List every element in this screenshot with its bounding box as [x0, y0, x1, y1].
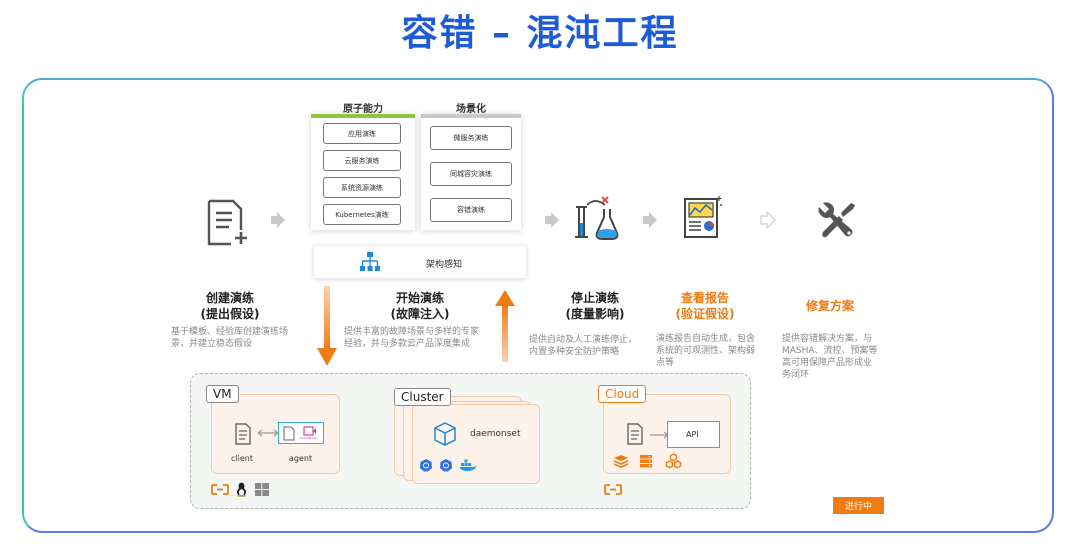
stage-desc-line: 景，并建立稳态假设 [171, 339, 253, 349]
stage-desc-line: 内置多种安全防护策略 [529, 347, 620, 357]
client-label: client [231, 454, 253, 463]
hexagon-cluster-icon [665, 453, 682, 469]
atomic-panel-heading: 原子能力 [343, 104, 383, 115]
stage-desc-line: 提供自动及人工演练停止， [529, 335, 638, 345]
chaosblade-logo-icon [303, 426, 316, 436]
stage-desc-line: MASHA、流控、预案等 [782, 346, 878, 356]
cluster-tag: Cluster [394, 388, 451, 406]
stage-title-line: (故障注入) [390, 307, 450, 321]
vm-tag: VM [206, 385, 239, 403]
architecture-awareness-label: 架构感知 [426, 260, 463, 270]
stage-title-line: (提出假设) [200, 307, 260, 321]
hierarchy-icon [360, 252, 380, 271]
architecture-awareness-box: 架构感知 [314, 246, 526, 278]
stage-stop-desc: 提供自动及人工演练停止， 内置多种安全防护策略 [529, 334, 654, 358]
stage-start-title: 开始演练 (故障注入) [370, 290, 470, 322]
stage-desc-line: 点等 [656, 358, 675, 368]
scenario-item: 微服务演练 [430, 126, 512, 150]
windows-icon [255, 483, 269, 496]
bidirectional-arrow-icon [257, 429, 279, 437]
stage-stop-title: 停止演练 (度量影响) [545, 290, 645, 322]
arrow-up-icon [495, 290, 515, 362]
stage-title-line: 修复方案 [805, 299, 854, 313]
scenario-panel-bar [421, 114, 521, 118]
stage-title-line: 停止演练 [570, 291, 619, 305]
arrow-right-icon [650, 431, 669, 439]
scenario-item: 同城容灾演练 [430, 162, 512, 186]
stage-desc-line: 基于模板、经验库创建演练场 [171, 327, 289, 337]
docker-icon [459, 459, 477, 471]
stage-desc-line: 提供丰富的故障场景与多样的专家 [344, 327, 480, 337]
kubernetes-icon [440, 459, 452, 472]
cube-icon [434, 422, 456, 446]
stage-report-title: 查看报告 (验证假设) [655, 290, 755, 322]
atomic-item: 应用演练 [323, 123, 401, 144]
client-doc-icon [235, 423, 251, 445]
cloud-tag: Cloud [598, 385, 647, 403]
atomic-panel-bar [311, 114, 415, 118]
stage-desc-line: 高可用保障产品形成业 [782, 358, 873, 368]
chevron-right-icon [643, 212, 657, 228]
stage-create-desc: 基于模板、经验库创建演练场 景，并建立稳态假设 [171, 326, 311, 350]
os-icons [211, 482, 281, 498]
scenario-panel: 场景化 微服务演练 同城容灾演练 容错演练 [421, 104, 521, 230]
stage-desc-line: 经验，并与多款云产品深度集成 [344, 339, 471, 349]
cloud-environment: Cloud API [598, 385, 731, 474]
stage-title-line: 开始演练 [395, 291, 444, 305]
storage-layers-icon [613, 455, 629, 468]
chaosblade-label: ChaosBlade [299, 436, 317, 440]
stage-desc-line: 系统的可观测性、架构弱 [656, 346, 756, 356]
api-box: API [667, 421, 720, 448]
atomic-capability-panel: 原子能力 应用演练 云服务演练 系统资源演练 Kubernetes演练 [311, 104, 415, 230]
repair-tools-icon [818, 202, 855, 238]
stage-desc-line: 演练报告自动生成，包含 [656, 334, 756, 344]
arrow-down-icon [317, 286, 337, 366]
cluster-environment: daemonset [412, 404, 540, 484]
scenario-panel-heading: 场景化 [456, 104, 486, 115]
stage-title-line: (度量影响) [565, 307, 625, 321]
api-label: API [686, 430, 699, 439]
report-chart-icon [684, 196, 722, 238]
linux-icon [237, 482, 246, 497]
agent-label: agent [289, 454, 313, 463]
create-document-icon [207, 199, 247, 246]
chevron-right-outline-icon [760, 211, 776, 229]
stage-fix-title: 修复方案 [780, 298, 880, 314]
chevron-right-icon [545, 212, 559, 228]
in-progress-badge: 进行中 [833, 497, 884, 514]
page-title: 容错 – 混沌工程 [401, 13, 679, 54]
alibaba-cloud-icon [211, 484, 229, 495]
kubernetes-icon [420, 459, 432, 472]
vm-environment: VM ChaosBlade client agent [206, 385, 340, 474]
stage-report-desc: 演练报告自动生成，包含 系统的可观测性、架构弱 点等 [656, 333, 771, 369]
agent-doc-icon [283, 426, 295, 441]
scenario-item: 容错演练 [430, 198, 512, 222]
agent-box: ChaosBlade [278, 422, 324, 444]
atomic-item: 系统资源演练 [323, 177, 401, 198]
stage-start-desc: 提供丰富的故障场景与多样的专家 经验，并与多款云产品深度集成 [344, 326, 504, 350]
cloud-doc-icon [627, 423, 643, 445]
stage-create-title: 创建演练 (提出假设) [180, 290, 280, 322]
daemonset-label: daemonset [470, 429, 521, 439]
stage-title-line: 查看报告 [680, 291, 729, 305]
alibaba-cloud-icon [604, 484, 622, 495]
stage-desc-line: 务闭环 [782, 370, 810, 380]
lab-flask-icon [575, 196, 619, 240]
stage-title-line: (验证假设) [675, 307, 735, 321]
stage-fix-desc: 提供容错解决方案，与 MASHA、流控、预案等 高可用保障产品形成业 务闭环 [782, 333, 897, 381]
atomic-item: Kubernetes演练 [323, 204, 401, 225]
chevron-right-icon [271, 212, 285, 228]
atomic-item: 云服务演练 [323, 150, 401, 171]
stage-title-line: 创建演练 [205, 291, 254, 305]
server-rack-icon [640, 455, 652, 468]
stage-desc-line: 提供容错解决方案，与 [782, 334, 873, 344]
